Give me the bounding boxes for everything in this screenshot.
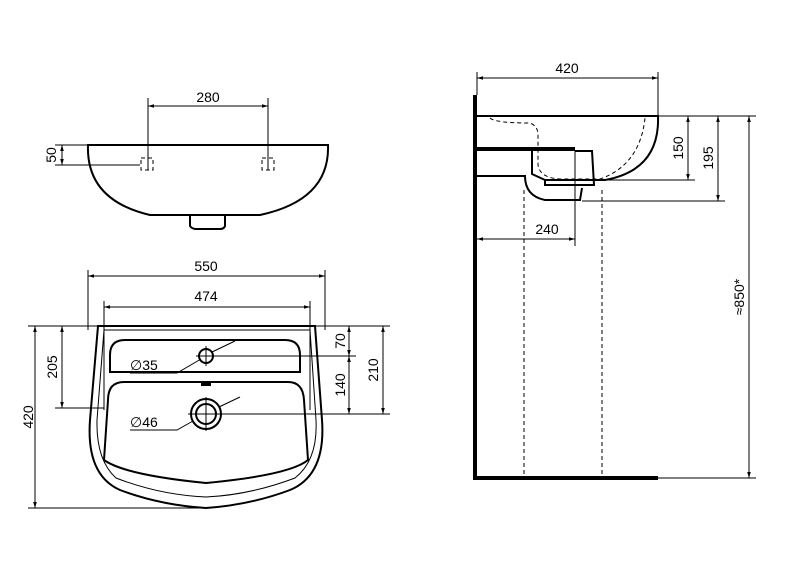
basin-bowl — [102, 381, 310, 485]
basin-side-outline — [477, 115, 660, 181]
drain-outlet — [189, 215, 226, 230]
overall-depth-label: 420 — [20, 405, 36, 429]
front-view: 550 474 420 205 70 140 210 ∅35 ∅46 — [20, 258, 390, 510]
floor — [473, 476, 658, 480]
side-view: 420 150 195 ≈850* 240 — [473, 60, 756, 480]
basin-outer-outline — [88, 325, 324, 510]
top-view: 280 50 — [43, 89, 330, 230]
tap-hole-diameter-label: ∅35 — [130, 357, 158, 373]
inner-width-label: 474 — [194, 288, 218, 304]
tap-to-drain-label: 140 — [332, 373, 348, 397]
basin-height-label: 150 — [670, 136, 686, 160]
overall-width-label: 550 — [194, 258, 218, 274]
drain-diameter-label: ∅46 — [130, 414, 158, 430]
hole-spacing-label: 280 — [196, 89, 220, 105]
drain-offset-label: 210 — [365, 358, 381, 382]
bracket-depth-label: 240 — [535, 221, 559, 237]
fixing-height-label: 205 — [44, 355, 60, 379]
wall — [473, 95, 477, 480]
hole-depth-label: 50 — [43, 147, 59, 163]
total-height-label: 195 — [700, 146, 716, 170]
mounting-height-label: ≈850* — [731, 278, 747, 315]
fixing-hole-left — [140, 157, 154, 171]
projection-label: 420 — [555, 60, 579, 76]
basin-rim — [109, 339, 301, 373]
bracket — [477, 147, 575, 151]
tap-hole-offset-label: 70 — [332, 333, 348, 349]
basin-top-outline — [86, 144, 330, 216]
